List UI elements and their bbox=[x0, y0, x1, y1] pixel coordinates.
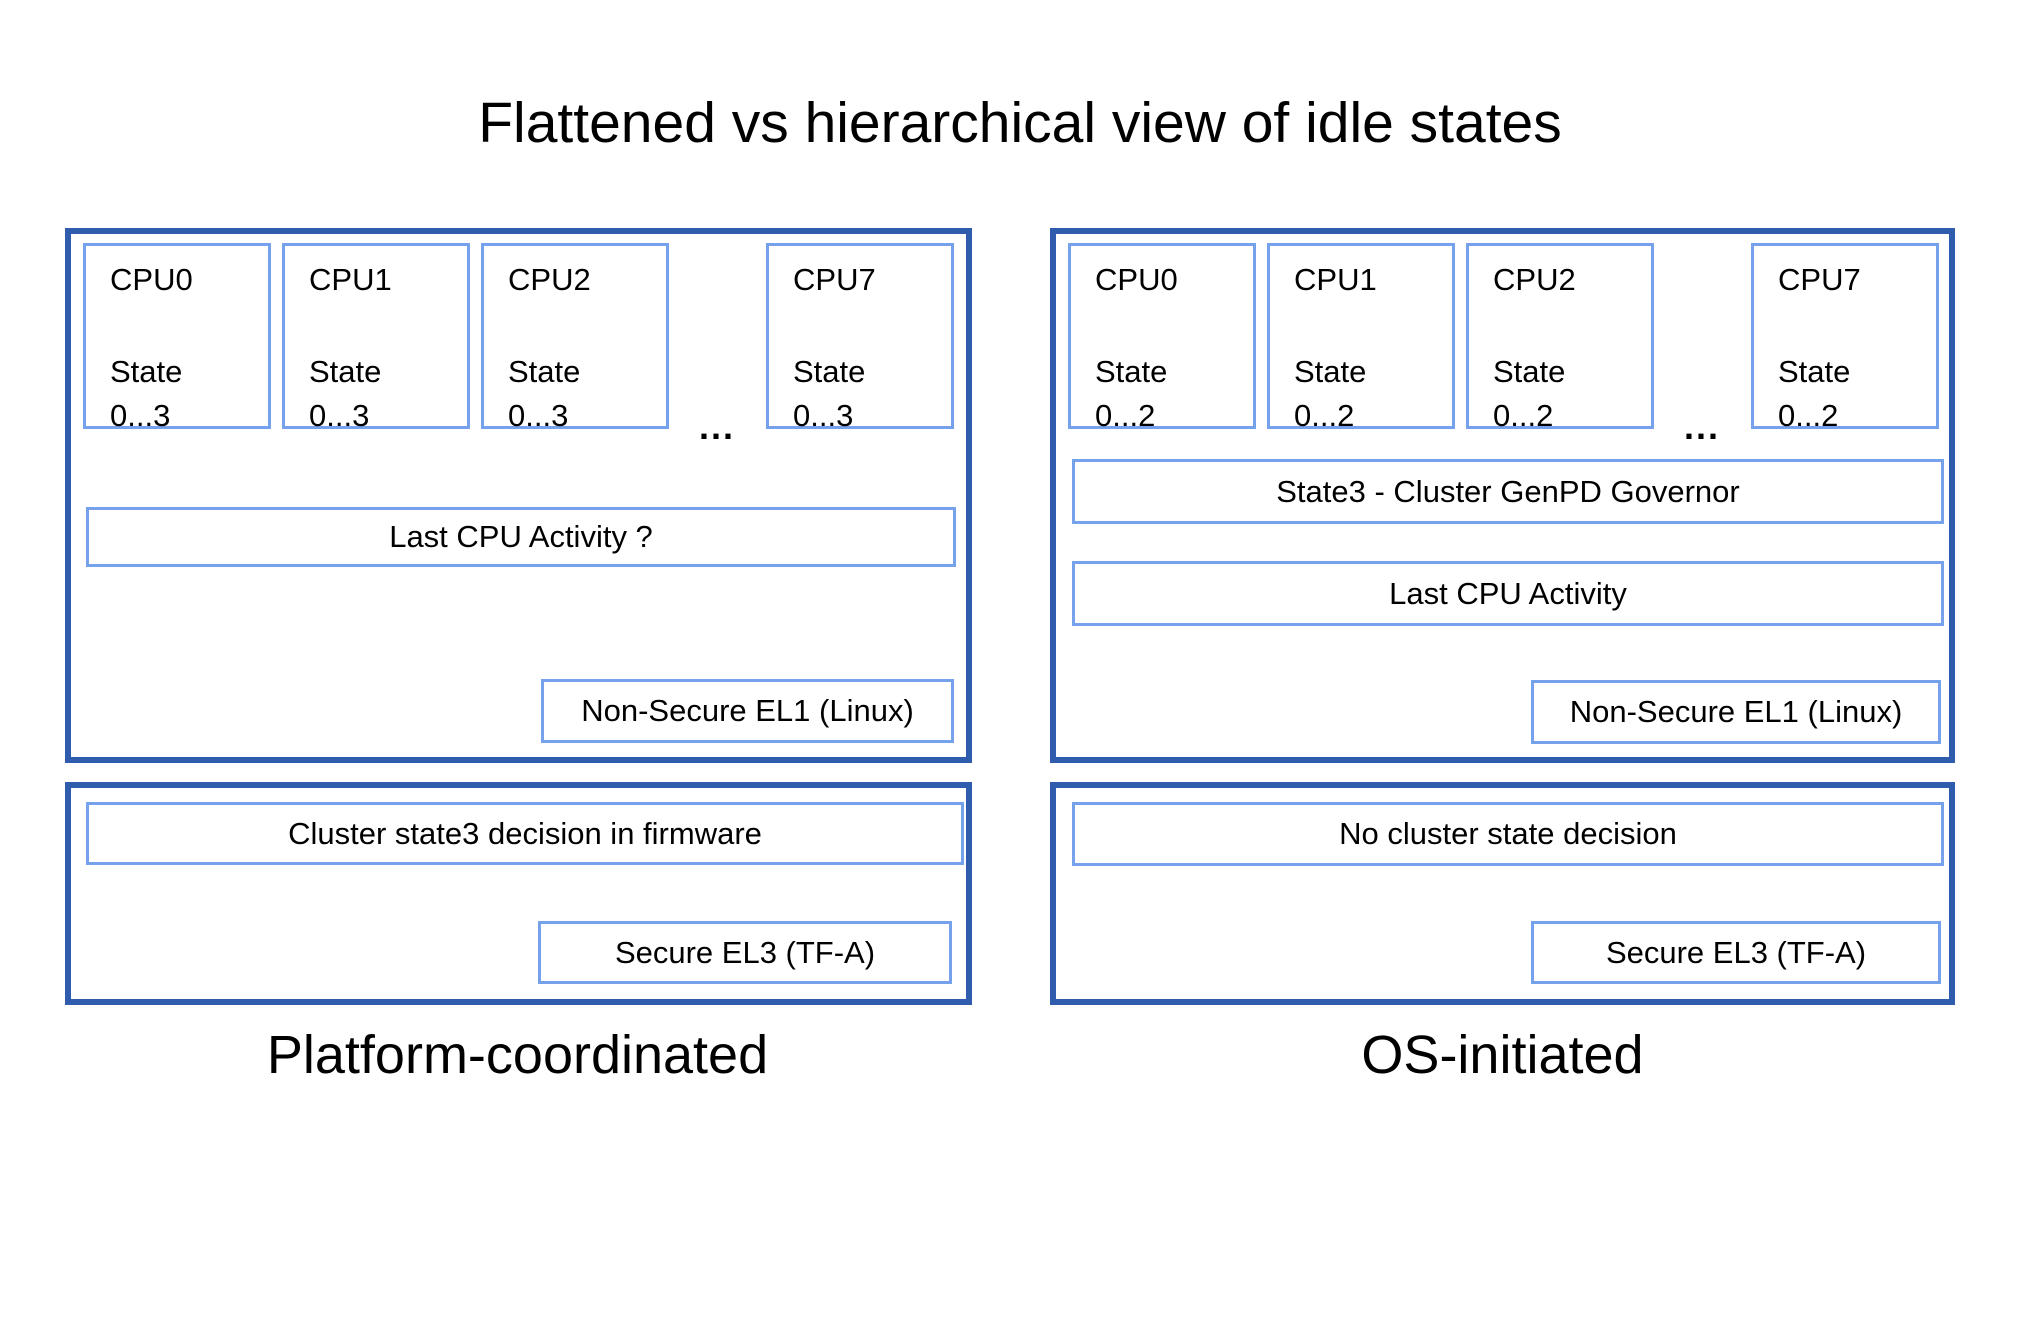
cpu-state: State 0...3 bbox=[110, 350, 268, 438]
platform-coordinated-nonsecure-panel: CPU0 State 0...3 CPU1 State 0...3 CPU2 S… bbox=[65, 228, 972, 763]
cpu-box-cpu0: CPU0 State 0...2 bbox=[1068, 243, 1256, 433]
cpu-state-word: State bbox=[1095, 354, 1168, 389]
cpu-box-cpu2: CPU2 State 0...3 bbox=[481, 243, 669, 433]
secure-el3-box: Secure EL3 (TF-A) bbox=[1531, 921, 1941, 984]
caption-os-initiated: OS-initiated bbox=[1361, 1025, 1644, 1085]
cpu-state-range: 0...3 bbox=[309, 398, 370, 433]
cpu-state-range: 0...3 bbox=[793, 398, 854, 433]
cpu-box-cpu7: CPU7 State 0...3 bbox=[766, 243, 954, 433]
secure-el3-box: Secure EL3 (TF-A) bbox=[538, 921, 952, 984]
cpu-state-range: 0...3 bbox=[508, 398, 569, 433]
cluster-genpd-governor-box: State3 - Cluster GenPD Governor bbox=[1072, 459, 1944, 524]
last-cpu-activity-box: Last CPU Activity bbox=[1072, 561, 1944, 626]
cluster-decision-box: Cluster state3 decision in firmware bbox=[86, 802, 964, 865]
cpu-state-word: State bbox=[1294, 354, 1367, 389]
cpu-label: CPU7 bbox=[1778, 262, 1861, 297]
cpu-state-range: 0...2 bbox=[1294, 398, 1355, 433]
cpu-label: CPU2 bbox=[508, 262, 591, 297]
cpu-ellipsis: ... bbox=[698, 406, 735, 447]
cpu-label: CPU1 bbox=[1294, 262, 1377, 297]
cpu-state: State 0...2 bbox=[1778, 350, 1936, 438]
cpu-state-word: State bbox=[1778, 354, 1851, 389]
cpu-state-range: 0...3 bbox=[110, 398, 171, 433]
os-initiated-nonsecure-panel: CPU0 State 0...2 CPU1 State 0...2 CPU2 S… bbox=[1050, 228, 1955, 763]
non-secure-el1-box: Non-Secure EL1 (Linux) bbox=[541, 679, 954, 743]
cpu-box-cpu1: CPU1 State 0...3 bbox=[282, 243, 470, 433]
last-cpu-activity-question-box: Last CPU Activity ? bbox=[86, 507, 956, 567]
cpu-label: CPU2 bbox=[1493, 262, 1576, 297]
no-cluster-decision-box: No cluster state decision bbox=[1072, 802, 1944, 866]
cpu-state-word: State bbox=[1493, 354, 1566, 389]
cpu-state: State 0...2 bbox=[1294, 350, 1452, 438]
non-secure-el1-box: Non-Secure EL1 (Linux) bbox=[1531, 680, 1941, 744]
cpu-state-range: 0...2 bbox=[1095, 398, 1156, 433]
cpu-box-cpu1: CPU1 State 0...2 bbox=[1267, 243, 1455, 433]
cpu-state-word: State bbox=[508, 354, 581, 389]
cpu-state: State 0...2 bbox=[1095, 350, 1253, 438]
cpu-state-word: State bbox=[309, 354, 382, 389]
cpu-state-range: 0...2 bbox=[1493, 398, 1554, 433]
os-initiated-secure-panel: No cluster state decision Secure EL3 (TF… bbox=[1050, 782, 1955, 1005]
slide-title: Flattened vs hierarchical view of idle s… bbox=[478, 91, 1562, 155]
cpu-box-cpu0: CPU0 State 0...3 bbox=[83, 243, 271, 433]
cpu-state-range: 0...2 bbox=[1778, 398, 1839, 433]
cpu-box-cpu2: CPU2 State 0...2 bbox=[1466, 243, 1654, 433]
platform-coordinated-secure-panel: Cluster state3 decision in firmware Secu… bbox=[65, 782, 972, 1005]
cpu-label: CPU7 bbox=[793, 262, 876, 297]
cpu-state: State 0...3 bbox=[309, 350, 467, 438]
caption-platform-coordinated: Platform-coordinated bbox=[266, 1025, 769, 1085]
cpu-label: CPU0 bbox=[110, 262, 193, 297]
cpu-state: State 0...3 bbox=[793, 350, 951, 438]
cpu-label: CPU1 bbox=[309, 262, 392, 297]
cpu-label: CPU0 bbox=[1095, 262, 1178, 297]
cpu-state: State 0...2 bbox=[1493, 350, 1651, 438]
cpu-box-cpu7: CPU7 State 0...2 bbox=[1751, 243, 1939, 433]
cpu-ellipsis: ... bbox=[1683, 406, 1720, 447]
cpu-state-word: State bbox=[793, 354, 866, 389]
cpu-state: State 0...3 bbox=[508, 350, 666, 438]
cpu-state-word: State bbox=[110, 354, 183, 389]
